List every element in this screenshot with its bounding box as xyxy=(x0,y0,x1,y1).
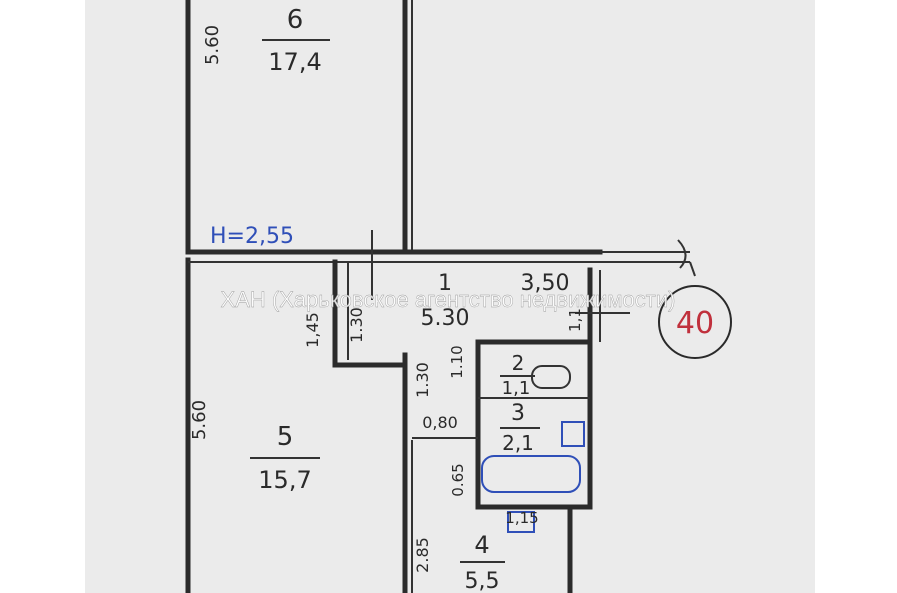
dim-1-45: 1,45 xyxy=(303,312,322,348)
dim-1-30-bath: 1.30 xyxy=(413,362,432,398)
bath-block xyxy=(475,339,593,510)
room5-number: 5 xyxy=(277,422,294,452)
ceiling-height-note: H=2,55 xyxy=(210,224,294,249)
room5-area: 15,7 xyxy=(258,466,311,494)
room1-area: 5.30 xyxy=(421,306,470,331)
room2-number: 2 xyxy=(512,351,525,375)
room6-area: 17,4 xyxy=(268,48,321,76)
room3-area: 2,1 xyxy=(502,431,534,455)
wall-break-mark xyxy=(677,239,687,269)
apartment-number-circle xyxy=(658,285,732,359)
room6-number: 6 xyxy=(287,5,304,35)
dim-0-65: 0.65 xyxy=(449,463,467,496)
watermark-text: ХАН (Харьковское агентство недвижимости) xyxy=(221,287,676,312)
kitchen-sink-icon xyxy=(507,511,535,533)
dim-1-30-corridor: 1.30 xyxy=(347,307,366,343)
bathtub-icon xyxy=(481,455,581,493)
room4-number: 4 xyxy=(474,531,489,559)
room6-dimension: 5.60 xyxy=(202,25,223,65)
room1-number: 1 xyxy=(438,271,452,296)
apartment-number: 40 xyxy=(676,306,714,341)
dim-1-10: 1.10 xyxy=(448,345,466,378)
wall-break-tail xyxy=(689,261,696,277)
room5-dimension: 5.60 xyxy=(189,400,210,440)
dim-1-1-right: 1,1 xyxy=(566,308,584,332)
paper-sheet xyxy=(85,0,815,593)
dim-1-15: 1,15 xyxy=(505,509,538,527)
room4-dimension: 2.85 xyxy=(413,537,432,573)
room4-area: 5,5 xyxy=(465,569,500,593)
room2-area: 1,1 xyxy=(502,378,531,399)
dim-0-80: 0,80 xyxy=(422,413,458,432)
sink-icon xyxy=(561,421,585,447)
room3-number: 3 xyxy=(511,401,525,426)
room1-dimension: 3,50 xyxy=(521,271,570,296)
